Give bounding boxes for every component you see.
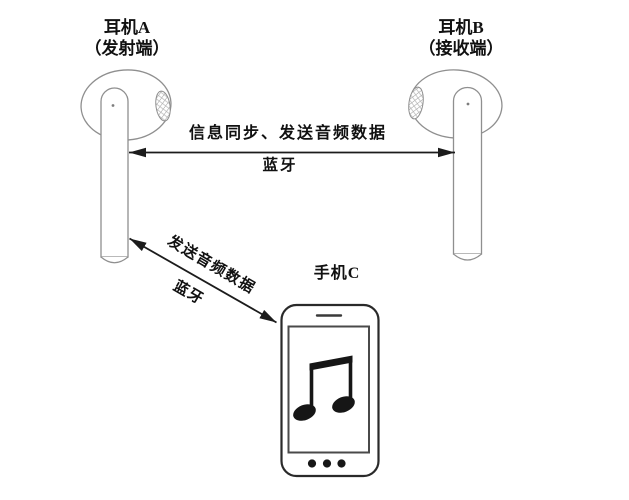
music-note-icon xyxy=(293,355,355,421)
earphone-a-graphic xyxy=(80,69,172,264)
home-dot xyxy=(307,459,317,468)
earbud-b-stem-cap xyxy=(453,253,482,261)
phone-c-graphic xyxy=(280,303,380,478)
earbud-b-sensor-dot xyxy=(466,102,470,106)
double-arrow-ac xyxy=(129,237,277,324)
phone-c-label: 手机C xyxy=(313,265,361,282)
phone-home-dots xyxy=(307,459,346,468)
note-beam xyxy=(309,355,353,371)
link-ab-label: 信息同步、发送音频数据 xyxy=(188,125,388,142)
earbud-a-stem-cap xyxy=(100,256,129,264)
home-dot xyxy=(322,459,332,468)
phone-screen xyxy=(287,325,370,454)
earphone-b-name: 耳机B xyxy=(438,18,484,37)
bluetooth-link-ac-arrow xyxy=(129,237,277,324)
home-dot xyxy=(337,459,346,468)
earbud-b-stem xyxy=(452,86,483,255)
earphone-a-label: 耳机A （发射端） xyxy=(85,17,170,59)
earphone-a-role: （发射端） xyxy=(84,39,170,58)
earbud-a-mesh-icon xyxy=(155,90,171,122)
earbud-a-sensor-dot xyxy=(111,104,115,107)
earbud-b-mesh-icon xyxy=(408,86,424,120)
link-ab-protocol-label: 蓝牙 xyxy=(262,157,298,174)
earphone-b-role: （接收端） xyxy=(418,39,504,58)
earphone-b-graphic xyxy=(408,69,503,261)
earbud-a-stem xyxy=(100,87,129,258)
earphone-a-name: 耳机A xyxy=(103,18,151,37)
note-head-right xyxy=(332,396,355,413)
earphone-b-label: 耳机B （接收端） xyxy=(419,17,504,59)
note-head-left xyxy=(293,404,316,421)
